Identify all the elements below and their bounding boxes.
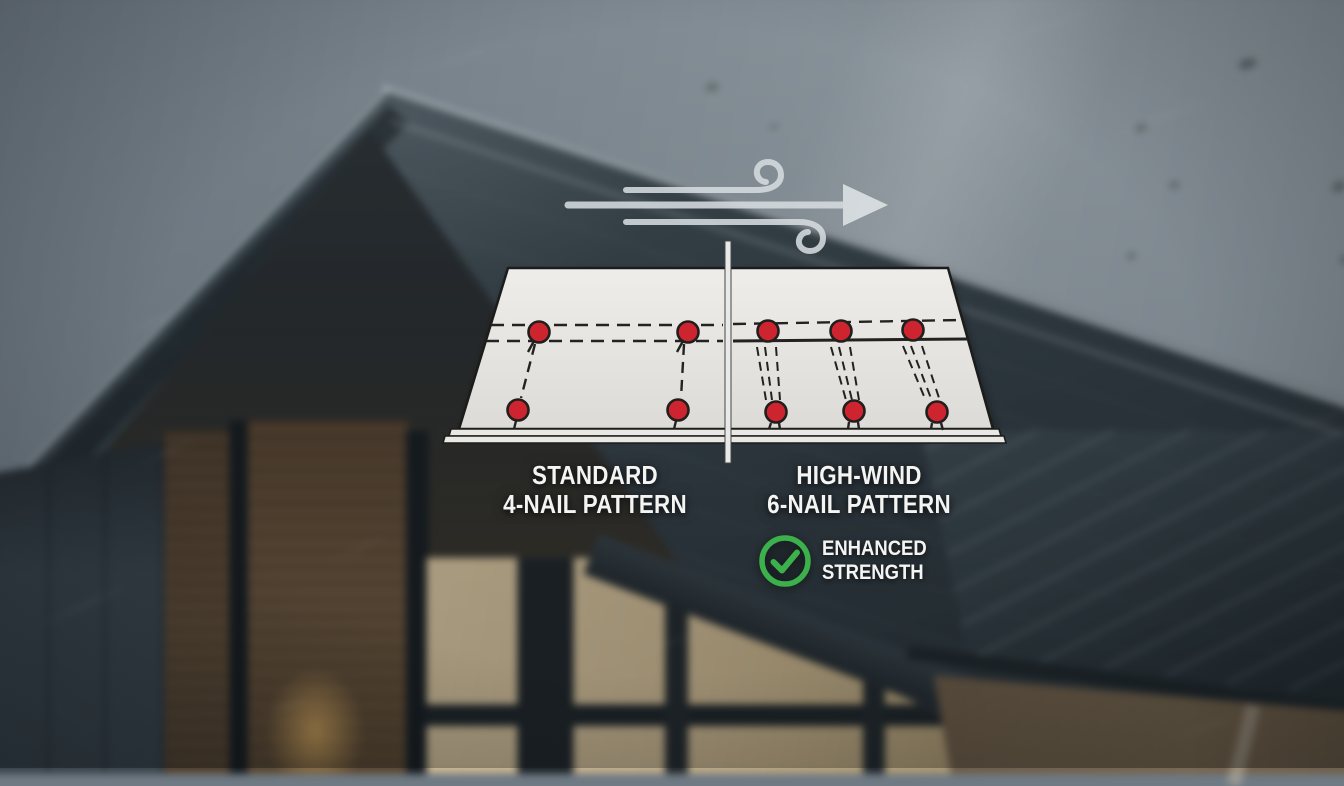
high-wind-pattern-line2: 6-NAIL PATTERN	[767, 489, 951, 519]
nail-marker	[676, 320, 700, 344]
badge-line2: STRENGTH	[822, 561, 924, 584]
nail-marker	[764, 400, 788, 424]
wind-line-top	[623, 158, 785, 193]
wind-arrowhead	[843, 184, 888, 226]
standard-pattern-line1: STANDARD	[532, 460, 658, 490]
wood-siding-lit	[247, 420, 409, 774]
enhanced-strength-badge: ENHANCED STRENGTH	[758, 534, 941, 588]
badge-text: ENHANCED STRENGTH	[822, 537, 941, 585]
standard-pattern-label: STANDARD 4-NAIL PATTERN	[455, 461, 735, 519]
facade-post	[229, 420, 250, 774]
wind-gust-arrow-icon	[564, 158, 888, 255]
nail-marker	[506, 398, 530, 422]
nail-marker	[842, 399, 866, 423]
left-bottom-nails	[506, 398, 690, 422]
nail-marker	[666, 398, 690, 422]
nail-marker	[925, 400, 949, 424]
facade-post	[406, 430, 429, 774]
nail-marker	[829, 319, 853, 343]
standing-seam-roof	[920, 430, 1344, 697]
check-circle-icon	[759, 535, 811, 587]
siding-panels	[0, 440, 171, 774]
high-wind-pattern-line1: HIGH-WIND	[796, 460, 922, 490]
wood-siding	[164, 430, 232, 774]
nail-marker	[527, 320, 551, 344]
nail-marker	[901, 318, 925, 342]
left-top-nails	[527, 320, 700, 344]
divider-line	[724, 240, 732, 464]
nail-marker	[756, 319, 780, 343]
shingle-diagram-svg	[441, 158, 1008, 464]
infographic-overlay: STANDARD 4-NAIL PATTERN HIGH-WIND 6-NAIL…	[441, 158, 1008, 588]
wind-line-bottom	[623, 219, 827, 255]
standard-pattern-line2: 4-NAIL PATTERN	[503, 489, 687, 519]
right-top-nails	[756, 318, 925, 343]
high-wind-pattern-label: HIGH-WIND 6-NAIL PATTERN	[728, 461, 990, 519]
badge-line1: ENHANCED	[822, 537, 927, 560]
right-bottom-nails	[764, 399, 949, 424]
